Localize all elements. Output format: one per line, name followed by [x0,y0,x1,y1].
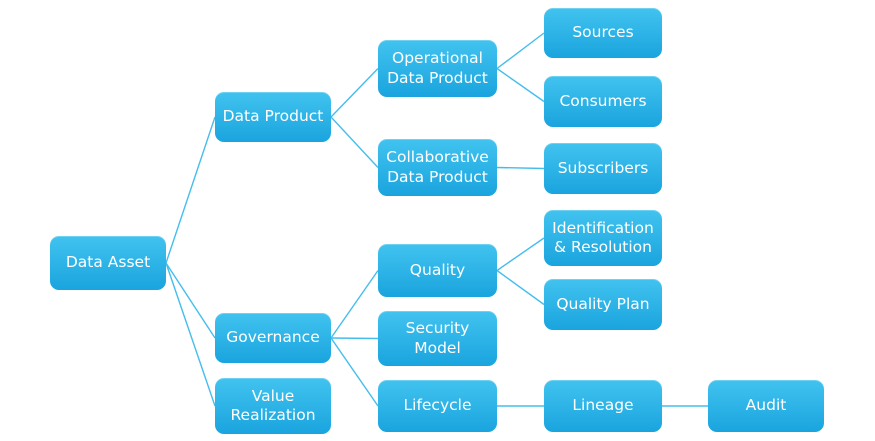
node-operational-data-product: Operational Data Product [378,40,497,97]
node-value-realization: Value Realization [215,378,331,434]
node-quality: Quality [378,244,497,297]
node-label: Data Product [222,107,324,126]
node-collaborative-data-product: Collaborative Data Product [378,139,497,196]
node-identification-resolution: Identification & Resolution [544,210,662,266]
node-sources: Sources [544,8,662,58]
node-lifecycle: Lifecycle [378,380,497,432]
node-audit: Audit [708,380,824,432]
node-data-asset: Data Asset [50,236,166,290]
node-label: Quality [409,260,466,279]
node-data-product: Data Product [215,92,331,142]
node-label: Subscribers [557,158,649,177]
node-label: Quality Plan [556,294,650,313]
node-label: Value Realization [230,386,316,424]
node-security-model: Security Model [378,311,497,366]
node-label: Operational Data Product [387,49,488,87]
node-quality-plan: Quality Plan [544,279,662,330]
node-label: Collaborative Data Product [386,148,489,186]
node-subscribers: Subscribers [544,143,662,194]
node-consumers: Consumers [544,76,662,127]
node-label: Audit [745,396,787,415]
node-label: Security Model [405,319,470,357]
node-label: Sources [572,23,634,42]
node-lineage: Lineage [544,380,662,432]
node-label: Consumers [559,91,647,110]
node-label: Data Asset [65,253,151,272]
node-governance: Governance [215,313,331,363]
node-label: Lifecycle [403,396,472,415]
node-label: Lineage [572,396,634,415]
node-label: Identification & Resolution [552,218,654,256]
node-label: Governance [226,328,320,347]
